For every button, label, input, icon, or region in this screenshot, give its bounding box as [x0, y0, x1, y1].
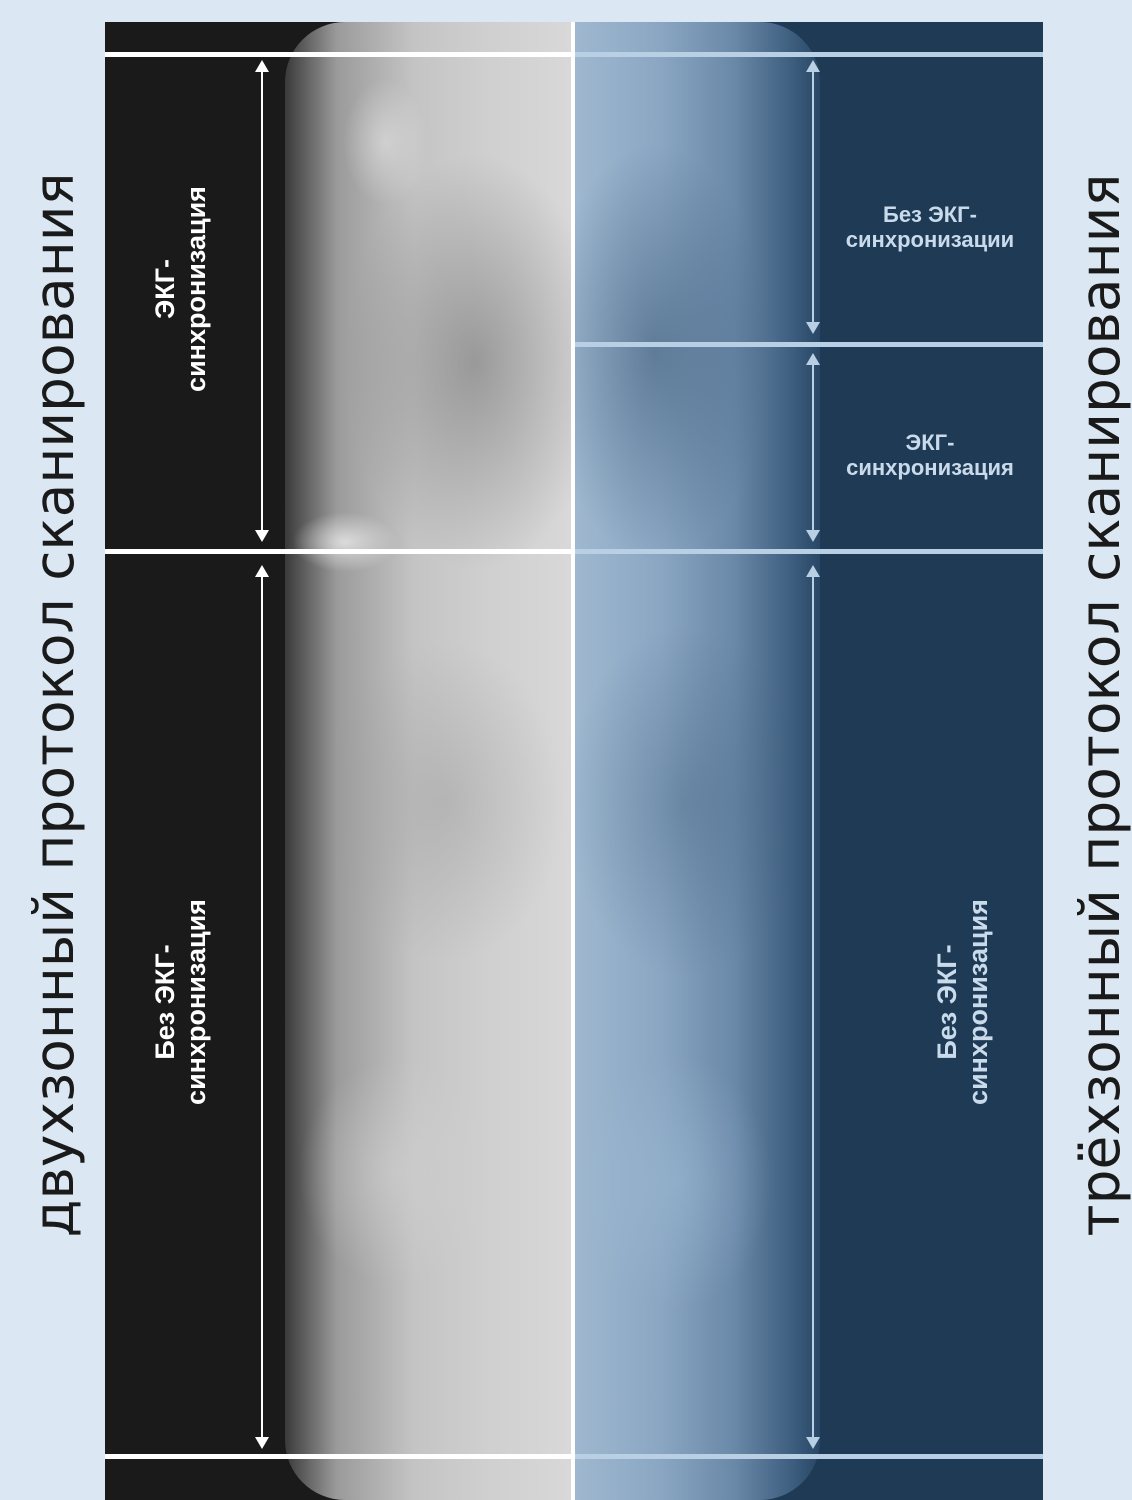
xray-panel: ЭКГ- синхронизация Без ЭКГ- синхронизаци…: [105, 22, 1043, 1500]
center-divider: [571, 22, 575, 1500]
right-no-ecg-upper-zone-arrow: [812, 62, 814, 332]
left-ecg-zone-label: ЭКГ- синхронизация: [150, 139, 220, 439]
three-zone-protocol-title: трёхзонный протокол сканирования: [1060, 5, 1132, 1405]
right-ecg-zone-label: ЭКГ- синхронизация: [825, 430, 1035, 481]
left-zone-top-line: [105, 52, 571, 57]
right-zone-boundary-line-1: [575, 342, 1043, 347]
right-zone-boundary-line-2: [575, 549, 1043, 554]
right-ecg-zone-arrow: [812, 355, 814, 540]
left-no-ecg-zone-arrow: [261, 567, 263, 1447]
left-zone-bottom-line: [105, 1454, 571, 1459]
xray-image-blue: [575, 22, 820, 1500]
right-zone-top-line: [575, 52, 1043, 57]
left-zone-boundary-line: [105, 549, 571, 554]
right-zone-bottom-line: [575, 1454, 1043, 1459]
right-no-ecg-upper-zone-label: Без ЭКГ- синхронизации: [825, 202, 1035, 253]
two-zone-protocol-title: двухзонный протокол сканирования: [14, 5, 94, 1405]
right-no-ecg-lower-zone-arrow: [812, 567, 814, 1447]
left-ecg-zone-arrow: [261, 62, 263, 540]
xray-image-grayscale: [285, 22, 571, 1500]
left-no-ecg-zone-label: Без ЭКГ- синхронизация: [150, 852, 220, 1152]
right-no-ecg-lower-zone-label: Без ЭКГ- синхронизация: [932, 852, 1002, 1152]
